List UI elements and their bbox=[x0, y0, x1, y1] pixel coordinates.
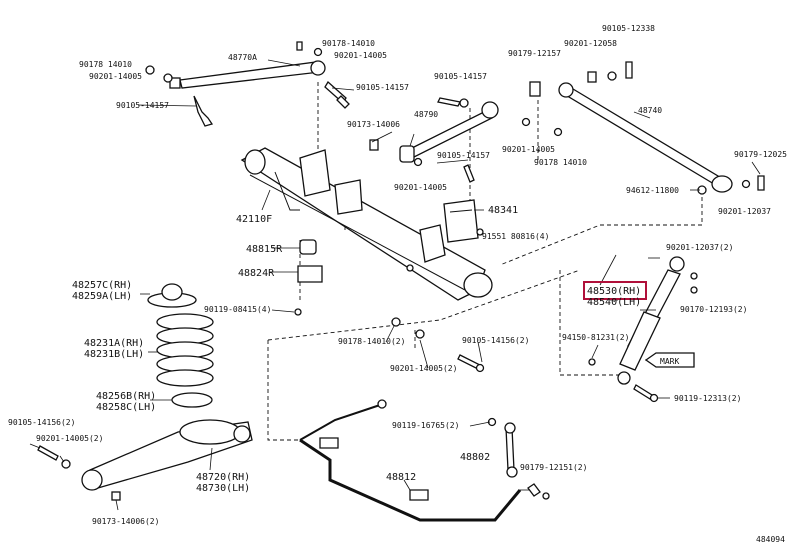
label-90201-14005-e: 90201-14005(2) bbox=[390, 364, 457, 373]
label-90178-14010-c: 90178 14010 bbox=[534, 158, 587, 167]
label-90179-12025: 90179-12025 bbox=[734, 150, 787, 159]
spring-upper-seat-48257c[interactable] bbox=[147, 283, 197, 308]
label-48815r: 48815R bbox=[246, 244, 283, 255]
label-90119-08415: 90119-08415(4) bbox=[204, 305, 271, 314]
label-94612-11800: 94612-11800 bbox=[626, 186, 679, 195]
label-90179-12157: 90179-12157 bbox=[508, 49, 561, 58]
label-90201-14005-f: 90201-14005(2) bbox=[36, 434, 103, 443]
label-90105-12338: 90105-12338 bbox=[602, 24, 655, 33]
label-48259a: 48259A(LH) bbox=[72, 291, 132, 302]
label-48258c: 48258C(LH) bbox=[96, 402, 156, 413]
stabilizer-bar-48812[interactable] bbox=[299, 399, 522, 522]
label-90173-14006-a: 90173-14006 bbox=[347, 120, 400, 129]
fasteners[interactable] bbox=[391, 264, 485, 373]
shock-absorber-48530[interactable] bbox=[588, 256, 698, 403]
label-90105-14156-b: 90105-14156(2) bbox=[8, 418, 75, 427]
label-48824r: 48824R bbox=[238, 268, 275, 279]
spring-lower-seat-48256b[interactable] bbox=[171, 392, 213, 408]
bumper-48815r[interactable] bbox=[299, 239, 317, 255]
upper-control-arm-48770a[interactable] bbox=[145, 41, 350, 127]
label-90105-14157-b: 90105-14157 bbox=[116, 101, 169, 110]
label-90201-12037-a: 90201-12037 bbox=[718, 207, 771, 216]
label-48540: 48540(LH) bbox=[587, 297, 641, 308]
label-90178-14010-b: 90178 14010 bbox=[79, 60, 132, 69]
label-footer-code: 484094 bbox=[756, 535, 785, 544]
highlight-box-48530 bbox=[583, 281, 647, 300]
label-48802: 48802 bbox=[460, 452, 490, 463]
label-48257c: 48257C(RH) bbox=[72, 280, 132, 291]
label-90201-14005-d: 90201-14005 bbox=[502, 145, 555, 154]
leader-lines bbox=[29, 59, 761, 511]
label-90119-16765: 90119-16765(2) bbox=[392, 421, 459, 430]
label-mark: MARK bbox=[660, 357, 679, 366]
label-42110f: 42110F bbox=[236, 214, 272, 225]
label-90105-14157-d: 90105-14157 bbox=[437, 151, 490, 160]
coil-spring-48231a[interactable] bbox=[156, 313, 214, 387]
label-90201-14005-c: 90201-14005 bbox=[394, 183, 447, 192]
label-48730: 48730(LH) bbox=[196, 483, 250, 494]
label-48341: 48341 bbox=[488, 205, 518, 216]
label-48530: 48530(RH) bbox=[587, 286, 641, 297]
label-90201-14005-b: 90201-14005 bbox=[89, 72, 142, 81]
part-labels: 48770A 90178-14010 90201-14005 90178 140… bbox=[8, 24, 787, 544]
upper-link-48790[interactable] bbox=[369, 97, 563, 183]
label-90170-12193: 90170-12193(2) bbox=[680, 305, 747, 314]
label-90119-12313: 90119-12313(2) bbox=[674, 394, 741, 403]
label-48770a: 48770A bbox=[228, 53, 257, 62]
label-90201-12058: 90201-12058 bbox=[564, 39, 617, 48]
label-90173-14006-b: 90173-14006(2) bbox=[92, 517, 159, 526]
axle-beam-42110f[interactable] bbox=[240, 147, 493, 301]
label-90105-14157-a: 90105-14157 bbox=[356, 83, 409, 92]
label-94150-81231: 94150-81231(2) bbox=[562, 333, 629, 342]
label-90201-14005-a: 90201-14005 bbox=[334, 51, 387, 60]
label-48812: 48812 bbox=[386, 472, 416, 483]
label-48790: 48790 bbox=[414, 110, 438, 119]
label-90105-14156-a: 90105-14156(2) bbox=[462, 336, 529, 345]
label-90201-12037-b: 90201-12037(2) bbox=[666, 243, 733, 252]
label-48720: 48720(RH) bbox=[196, 472, 250, 483]
label-91551-80816: 91551 80816(4) bbox=[482, 232, 549, 241]
label-90105-14157-c: 90105-14157 bbox=[434, 72, 487, 81]
lower-control-arm-48720[interactable] bbox=[37, 419, 253, 501]
label-90178-14010-d: 90178-14010(2) bbox=[338, 337, 405, 346]
lateral-rod-48740[interactable] bbox=[529, 61, 765, 195]
label-48740: 48740 bbox=[638, 106, 662, 115]
stabilizer-link-48802[interactable] bbox=[487, 417, 550, 500]
label-48231a: 48231A(RH) bbox=[84, 338, 144, 349]
label-90178-14010-a: 90178-14010 bbox=[322, 39, 375, 48]
mark-tag bbox=[644, 352, 695, 368]
bracket-48341[interactable] bbox=[443, 199, 484, 243]
bracket-48824r[interactable] bbox=[294, 265, 323, 316]
label-90179-12151: 90179-12151(2) bbox=[520, 463, 587, 472]
label-48256b: 48256B(RH) bbox=[96, 391, 156, 402]
label-48231b: 48231B(LH) bbox=[84, 349, 144, 360]
